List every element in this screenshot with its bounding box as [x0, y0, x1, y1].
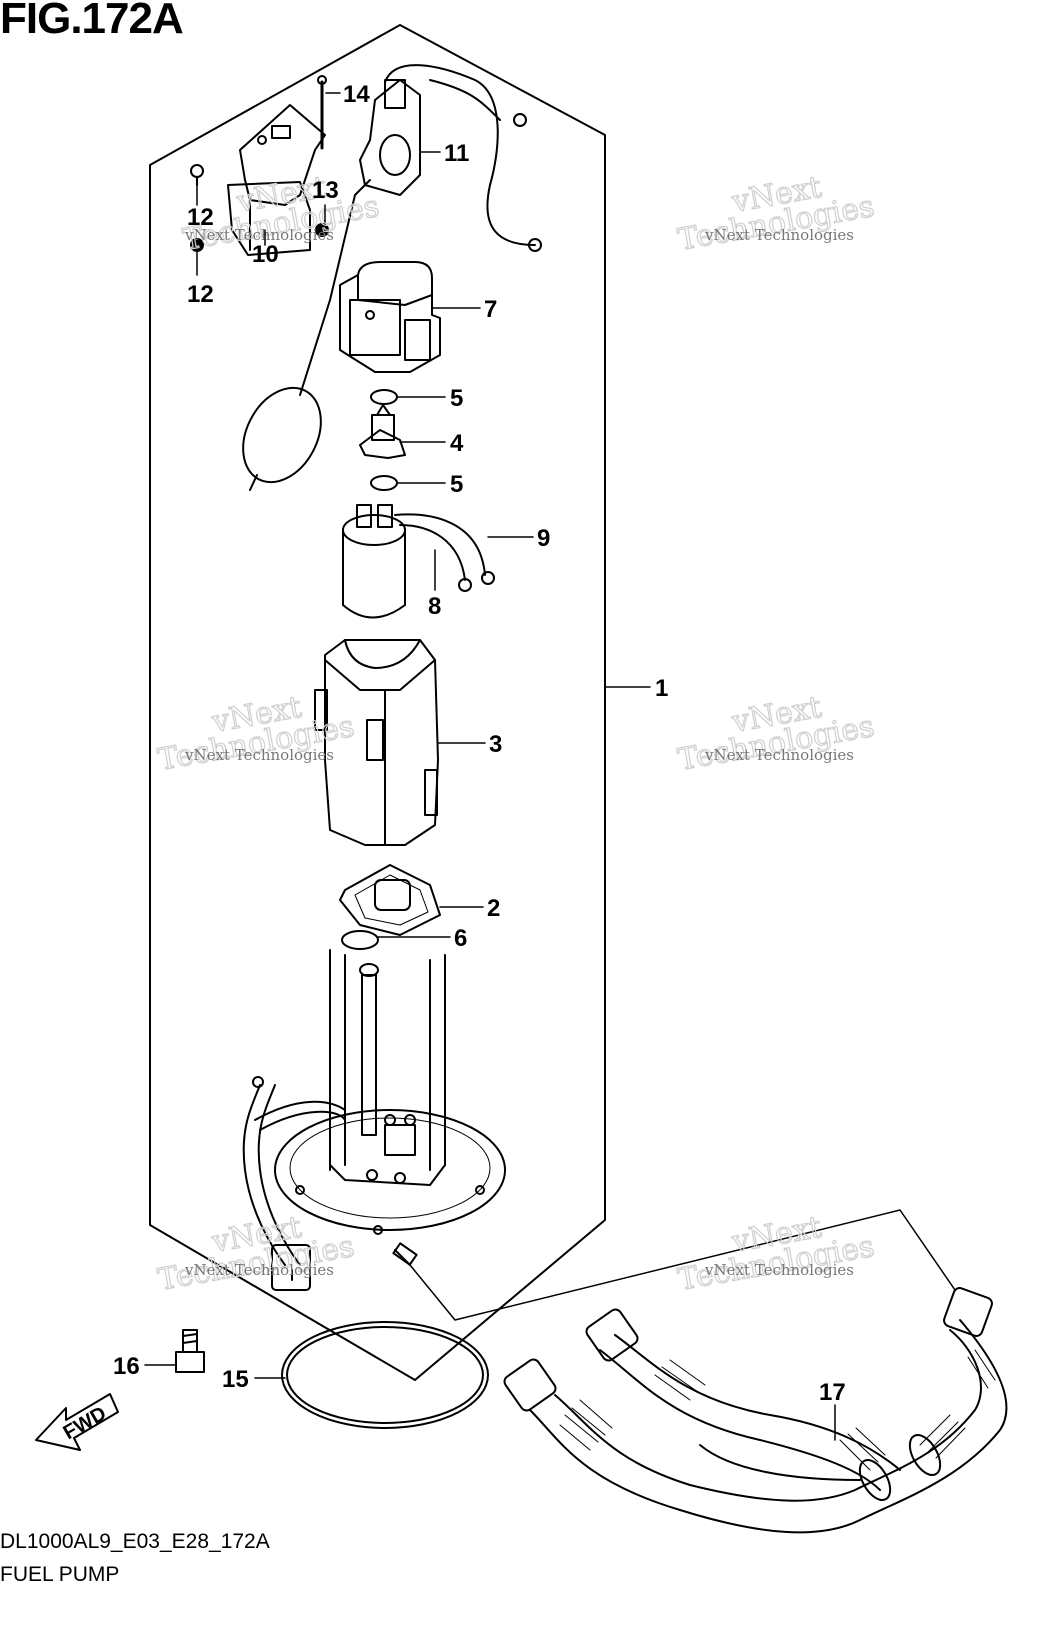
- regulator-cover-part-7: [339, 261, 441, 373]
- callout-8: 8: [428, 593, 441, 620]
- bracket-part-10: [227, 104, 326, 256]
- fuel-level-gauge-part-11: [242, 64, 542, 491]
- callout-14: 14: [343, 81, 370, 108]
- pump-case-part-3: [314, 639, 439, 846]
- svg-text:vNext Technologies: vNext Technologies: [184, 226, 334, 244]
- callout-1: 1: [655, 675, 668, 702]
- callout-4: 4: [450, 430, 464, 457]
- svg-text:vNext Technologies: vNext Technologies: [704, 746, 854, 764]
- screw-part-13: [315, 223, 329, 237]
- callout-15: 15: [222, 1366, 249, 1393]
- fuel-pump-motor-part-8: [342, 504, 495, 619]
- svg-text:vNext Technologies: vNext Technologies: [184, 1261, 334, 1279]
- callout-labels: 1 2 3 4 5 5 6 7 8 9 10 11 12 12 13 14 15…: [113, 81, 846, 1406]
- hose-guide-lines: [409, 1209, 956, 1321]
- figure-title: FIG.172A: [0, 0, 184, 43]
- screw-part-12-upper: [190, 164, 204, 186]
- svg-text:vNext Technologies: vNext Technologies: [704, 226, 854, 244]
- callout-16: 16: [113, 1353, 140, 1380]
- bolt-part-16: [175, 1329, 205, 1373]
- callout-12-upper: 12: [187, 204, 214, 231]
- callout-10: 10: [252, 241, 279, 268]
- svg-text:vNext Technologies: vNext Technologies: [704, 1261, 854, 1279]
- gasket-part-15-inner: [286, 1326, 484, 1424]
- figure-code: DL1000AL9_E03_E28_172A: [0, 1530, 270, 1553]
- watermark-group: Technologies vNext vNext Technologies Te…: [155, 169, 878, 1298]
- callout-11: 11: [444, 140, 469, 167]
- callout-7: 7: [484, 296, 497, 323]
- callout-5-upper: 5: [450, 385, 463, 412]
- screw-part-12-lower: [190, 238, 204, 252]
- callout-2: 2: [487, 895, 500, 922]
- svg-text:vNext Technologies: vNext Technologies: [184, 746, 334, 764]
- assembly-boundary: [149, 24, 606, 1381]
- callout-3: 3: [489, 731, 502, 758]
- callout-9: 9: [537, 525, 550, 552]
- callout-5-lower: 5: [450, 471, 463, 498]
- leader-lines: [144, 92, 836, 1441]
- fuel-hose-part-17: [503, 1287, 1008, 1534]
- figure-name: FUEL PUMP: [0, 1563, 120, 1586]
- gasket-part-15: [281, 1321, 489, 1429]
- pressure-regulator-part-4: [359, 404, 406, 459]
- o-ring-part-5-lower: [370, 475, 398, 491]
- o-ring-part-6: [341, 930, 379, 950]
- tie-wrap-part-14: [317, 75, 327, 150]
- callout-13: 13: [312, 177, 339, 204]
- callout-12-lower: 12: [187, 281, 214, 308]
- fuel-filter-part-2: [339, 864, 441, 936]
- pump-base-assembly: [242, 949, 506, 1291]
- callout-6: 6: [454, 925, 467, 952]
- forward-arrow-icon: [35, 1393, 119, 1451]
- o-ring-part-5-upper: [370, 389, 398, 405]
- callout-17: 17: [819, 1379, 846, 1406]
